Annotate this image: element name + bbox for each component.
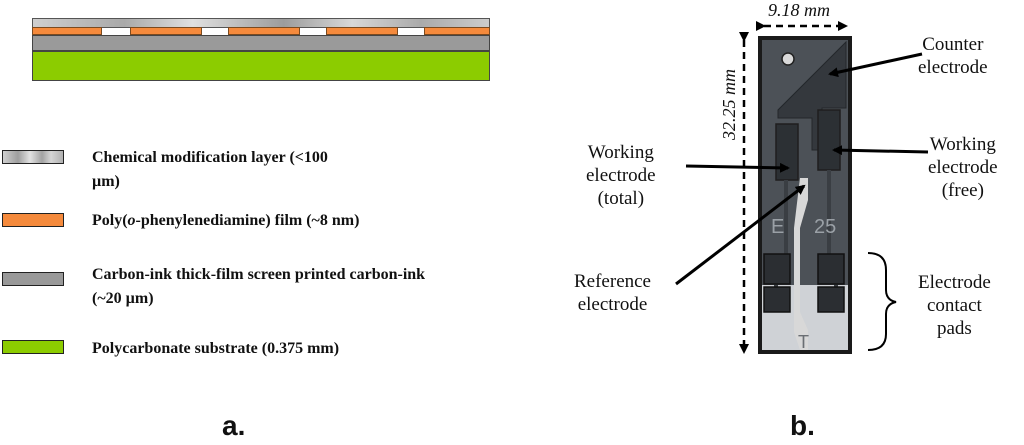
arrow-working-free xyxy=(832,145,929,156)
poly-film-segment xyxy=(424,27,490,35)
legend-text-chemical: Chemical modification layer (<100 µm) xyxy=(92,149,328,190)
legend-text-carbon: Carbon-ink thick-film screen printed car… xyxy=(92,266,426,307)
callout-counter-electrode: Counter electrode xyxy=(918,34,988,78)
sensor-chip: E 25 T xyxy=(758,36,852,354)
legend-text-poly: Poly(o-phenylenediamine) film (~8 nm) xyxy=(92,212,360,229)
callout-arrows xyxy=(675,52,929,351)
arrow-reference-electrode xyxy=(675,184,806,286)
poly-film-segment xyxy=(32,27,102,35)
width-dimension-label: 9.18 mm xyxy=(768,0,830,20)
contact-pads-brace xyxy=(867,252,897,351)
legend-swatch-polycarbonate xyxy=(2,340,64,354)
reference-electrode-trace xyxy=(794,178,808,350)
arrow-counter-electrode xyxy=(828,52,923,78)
panel-b-label: b. xyxy=(790,410,815,441)
contact-pad xyxy=(817,286,845,313)
length-dimension-label: 32.25 mm xyxy=(719,69,739,140)
dimension-lines xyxy=(739,21,848,354)
carbon-ink-layer xyxy=(32,35,490,51)
legend-swatch-poly xyxy=(2,213,64,227)
callout-working-electrode-free: Working electrode (free) xyxy=(928,134,998,201)
poly-film-segment xyxy=(326,27,398,35)
chip-marking-e: E xyxy=(771,216,784,238)
callout-reference-electrode: Reference electrode xyxy=(574,271,651,315)
working-electrode-total-pad xyxy=(775,123,799,181)
polycarbonate-substrate-layer xyxy=(32,51,490,81)
contact-pad xyxy=(763,253,791,285)
arrow-working-total xyxy=(685,162,790,173)
callout-working-electrode-total: Working electrode (total) xyxy=(586,142,656,209)
legend-swatch-chemical xyxy=(2,150,64,164)
legend-text-polycarbonate: Polycarbonate substrate (0.375 mm) xyxy=(92,340,340,357)
chip-marking-number: 25 xyxy=(814,216,836,238)
contact-pad xyxy=(763,286,791,313)
panel-a-label: a. xyxy=(222,410,246,441)
mounting-hole xyxy=(781,52,795,66)
chip-marking-t: T xyxy=(798,332,809,352)
legend-swatch-carbon xyxy=(2,272,64,286)
contact-pad xyxy=(817,253,845,285)
poly-film-segment xyxy=(228,27,300,35)
callout-contact-pads: Electrode contact pads xyxy=(918,272,991,339)
poly-film-segment xyxy=(130,27,202,35)
working-electrode-free-pad xyxy=(817,109,841,171)
